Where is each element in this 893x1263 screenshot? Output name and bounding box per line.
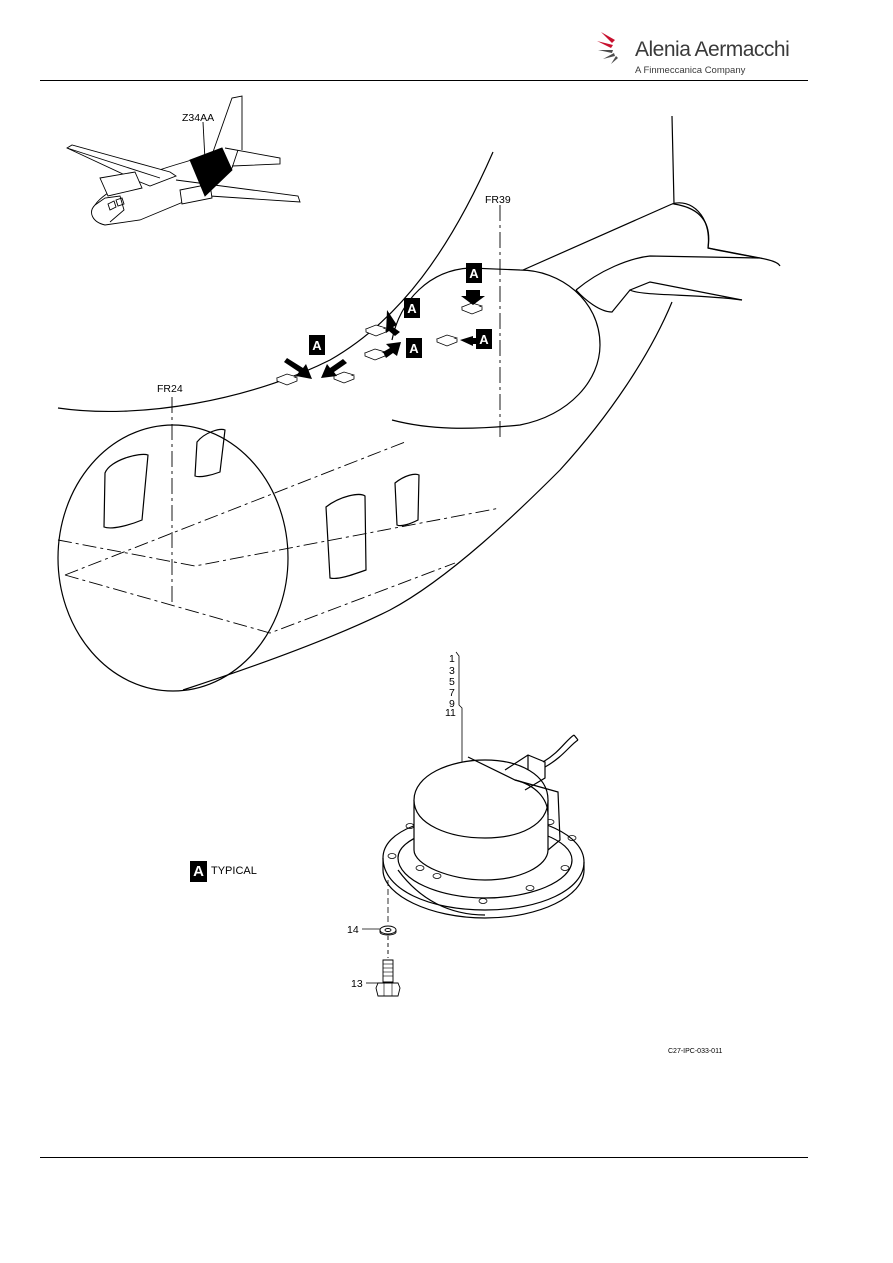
brand-name: Alenia Aermacchi (635, 38, 790, 61)
svg-text:A: A (469, 266, 479, 281)
typical-legend: A TYPICAL (190, 860, 257, 882)
brand-swoosh-icon (597, 32, 618, 64)
arrow-icon (383, 342, 401, 358)
antenna-pads (275, 302, 484, 386)
view-badges: A A A A A (309, 263, 492, 358)
aircraft-locator (66, 95, 301, 226)
arrow-icon (284, 358, 312, 379)
svg-text:1: 1 (449, 653, 455, 665)
item-callouts-stack: 1 3 5 7 9 11 (445, 653, 456, 719)
antenna-detail (382, 734, 585, 919)
fuselage-view (57, 115, 781, 692)
brand-tagline: A Finmeccanica Company (635, 65, 746, 76)
svg-text:3: 3 (449, 665, 455, 677)
view-arrows (284, 290, 485, 379)
bolt-part (375, 936, 401, 997)
zone-label: Z34AA (182, 112, 214, 124)
view-a-badge: A (406, 338, 422, 358)
callout-leader (455, 651, 463, 762)
svg-text:11: 11 (445, 707, 456, 719)
header-rule (40, 80, 808, 81)
brand-logo: Alenia Aermacchi A Finmeccanica Company (595, 24, 795, 80)
svg-text:A: A (312, 338, 322, 353)
item-callout-bolt: 13 (351, 978, 363, 990)
view-a-badge: A (309, 335, 325, 355)
arrow-icon (461, 290, 485, 305)
typical-label: TYPICAL (211, 865, 257, 877)
view-a-badge: A (476, 329, 492, 349)
svg-text:7: 7 (449, 687, 455, 699)
figure-id: C27-IPC-033-011 (668, 1048, 723, 1055)
svg-text:A: A (409, 341, 419, 356)
frame-label-fr39: FR39 (485, 194, 511, 206)
svg-text:9: 9 (449, 698, 455, 710)
arrow-icon (386, 310, 400, 336)
svg-text:5: 5 (449, 676, 455, 688)
arrow-icon (321, 359, 347, 378)
svg-text:A: A (479, 332, 489, 347)
view-a-legend-badge: A (190, 860, 207, 882)
item-callout-washer: 14 (347, 924, 359, 936)
view-a-badge: A (466, 263, 482, 283)
footer-rule (40, 1157, 808, 1158)
arrow-icon (460, 336, 478, 346)
washer-part (379, 925, 397, 936)
svg-text:A: A (407, 301, 417, 316)
frame-label-fr24: FR24 (157, 383, 183, 395)
view-a-badge: A (404, 298, 420, 318)
